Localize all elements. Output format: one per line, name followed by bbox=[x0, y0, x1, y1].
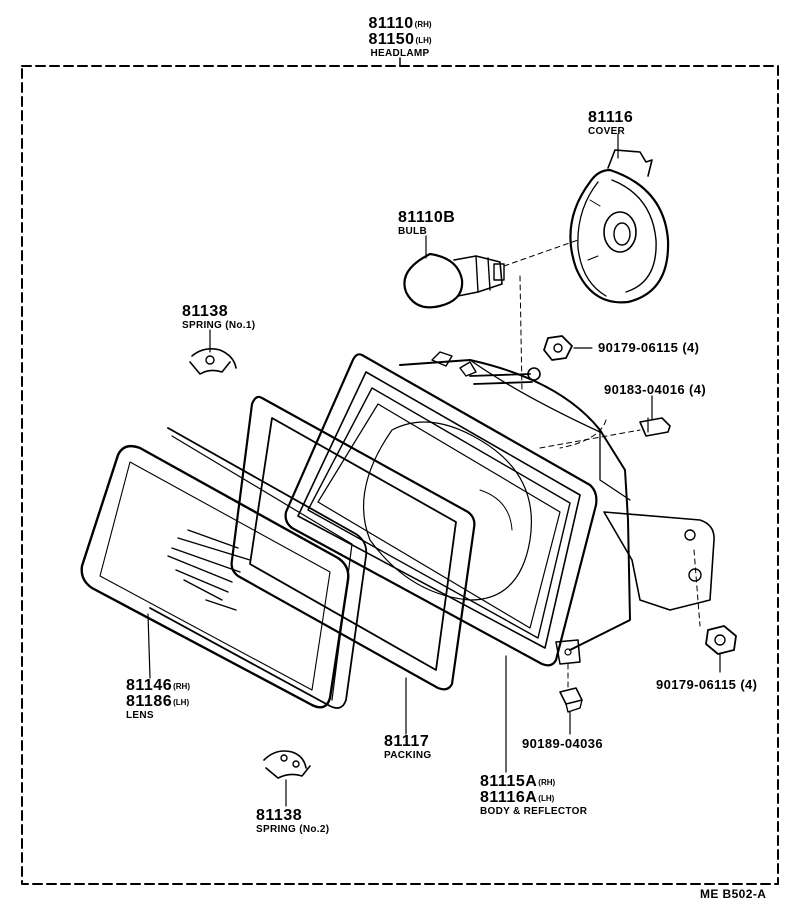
lens-number-rh: 81146 bbox=[126, 677, 173, 694]
clip-drawing bbox=[639, 417, 671, 437]
cover-number: 81116 bbox=[588, 109, 634, 126]
cover-label: 81116 COVER bbox=[588, 110, 633, 137]
spring-no2-drawing bbox=[263, 750, 311, 779]
bulb-label: 81110B BULB bbox=[398, 210, 455, 237]
lens-suffix-lh: (LH) bbox=[173, 698, 190, 707]
spring-no1-label: 81138 SPRING (No.1) bbox=[182, 304, 255, 331]
headlamp-number-lh: 81150 bbox=[368, 31, 415, 48]
assembly-frame bbox=[21, 57, 779, 885]
headlamp-suffix-rh: (RH) bbox=[414, 20, 432, 29]
bulb-name: BULB bbox=[398, 226, 427, 237]
spring-no1-number: 81138 bbox=[182, 303, 229, 320]
nut-right-drawing bbox=[705, 625, 737, 655]
body-number-lh: 81116A bbox=[480, 789, 538, 806]
packing-drawing bbox=[230, 395, 476, 691]
headlamp-name: HEADLAMP bbox=[370, 48, 430, 59]
lens-suffix-rh: (RH) bbox=[173, 682, 190, 691]
cover-name: COVER bbox=[588, 126, 626, 137]
clip-label: 90183-04016 (4) bbox=[604, 382, 707, 397]
headlamp-number-rh: 81110 bbox=[368, 15, 414, 32]
lens-drawing bbox=[80, 427, 368, 709]
clip-bottom-drawing bbox=[559, 687, 583, 713]
spring-no1-drawing bbox=[189, 348, 237, 375]
lens-name: LENS bbox=[126, 710, 154, 721]
bulb-drawing bbox=[403, 252, 505, 309]
body-suffix-lh: (LH) bbox=[538, 794, 555, 803]
body-reflector-label: 81115A(RH) 81116A(LH) BODY & REFLECTOR bbox=[480, 774, 587, 817]
leader-lines bbox=[147, 133, 721, 807]
nut-right-label: 90179-06115 (4) bbox=[656, 677, 758, 692]
cover-drawing bbox=[569, 149, 670, 304]
packing-label: 81117 PACKING bbox=[384, 734, 431, 761]
bulb-number: 81110B bbox=[398, 209, 456, 226]
headlamp-suffix-lh: (LH) bbox=[415, 36, 432, 45]
clip-bottom-label: 90189-04036 bbox=[522, 736, 604, 751]
reference-code: ME B502-A bbox=[700, 887, 767, 901]
lens-label: 81146(RH) 81186(LH) LENS bbox=[126, 678, 190, 721]
body-reflector-drawing bbox=[284, 351, 715, 667]
body-name: BODY & REFLECTOR bbox=[480, 806, 588, 817]
lens-number-lh: 81186 bbox=[126, 693, 173, 710]
assembly-axes bbox=[503, 239, 701, 689]
nut-top-label: 90179-06115 (4) bbox=[598, 340, 700, 355]
headlamp-label: 81110(RH) 81150(LH) HEADLAMP bbox=[350, 16, 450, 59]
spring-no1-name: SPRING (No.1) bbox=[182, 320, 256, 331]
body-suffix-rh: (RH) bbox=[538, 778, 556, 787]
spring-no2-label: 81138 SPRING (No.2) bbox=[256, 808, 329, 835]
packing-name: PACKING bbox=[384, 750, 432, 761]
spring-no2-number: 81138 bbox=[256, 807, 303, 824]
body-number-rh: 81115A bbox=[480, 773, 538, 790]
spring-no2-name: SPRING (No.2) bbox=[256, 824, 330, 835]
packing-number: 81117 bbox=[384, 733, 430, 750]
nut-top-drawing bbox=[543, 335, 573, 361]
